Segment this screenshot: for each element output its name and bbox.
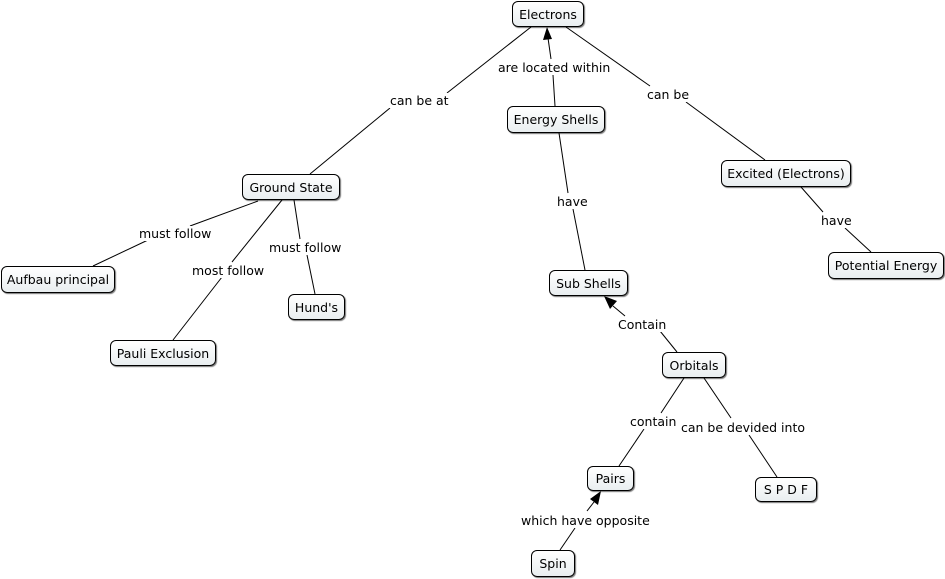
line-spin-opposite [559, 527, 576, 551]
node-energy-shells[interactable]: Energy Shells [507, 106, 605, 133]
node-orbitals[interactable]: Orbitals [662, 352, 726, 378]
link-label-contain-sub-shells: Contain [616, 317, 669, 332]
line-electrons-can-be-at [446, 26, 532, 94]
arrow-head-to-electrons [543, 27, 552, 40]
line-can-be-at-ground-state [309, 107, 391, 175]
line-electrons-can-be [565, 26, 651, 87]
line-excited-have [800, 186, 824, 213]
link-label-have-sub-shells: have [555, 194, 590, 209]
arrow-head-to-pairs [590, 491, 601, 505]
link-label-must-follow-aufbau: must follow [137, 226, 214, 241]
link-label-can-be: can be [645, 87, 692, 102]
link-label-contain-pairs: contain [628, 414, 679, 429]
line-orbitals-contain [659, 330, 678, 353]
node-spdf[interactable]: S P D F [755, 477, 817, 502]
line-have-sub-shells [572, 208, 586, 271]
node-excited-electrons[interactable]: Excited (Electrons) [721, 160, 851, 187]
line-ground-state-must-follow-2 [293, 199, 301, 240]
line-contain-sub-shells [612, 305, 626, 317]
node-electrons[interactable]: Electrons [512, 1, 584, 27]
link-label-are-located-within: are located within [496, 60, 613, 75]
line-located-within-electrons [547, 37, 552, 60]
line-orbitals-devided [703, 377, 732, 419]
node-hunds[interactable]: Hund's [288, 294, 345, 320]
node-pairs[interactable]: Pairs [587, 466, 634, 491]
line-must-follow-1-aufbau [92, 239, 149, 267]
line-ground-state-must-follow-1 [189, 200, 259, 227]
link-label-most-follow-pauli: most follow [190, 263, 267, 278]
node-sub-shells[interactable]: Sub Shells [549, 270, 628, 296]
node-pauli-exclusion[interactable]: Pauli Exclusion [110, 340, 216, 366]
link-label-which-have-opposite: which have opposite [519, 513, 652, 528]
line-energy-shells-located-within [552, 74, 556, 107]
line-opposite-pairs [586, 501, 595, 512]
arrow-head-to-sub-shells [604, 296, 617, 309]
link-label-can-be-devided-into: can be devided into [679, 420, 807, 435]
line-ground-state-most-follow [231, 199, 283, 263]
line-most-follow-pauli [172, 276, 223, 341]
line-have-potential-energy [844, 227, 872, 253]
line-devided-spdf [748, 434, 778, 478]
line-must-follow-2-hunds [306, 254, 316, 295]
line-energy-shells-have [558, 132, 569, 194]
node-ground-state[interactable]: Ground State [242, 174, 340, 200]
link-label-can-be-at: can be at [388, 93, 451, 108]
line-contain-lower-pairs [618, 428, 645, 467]
node-potential-energy[interactable]: Potential Energy [828, 252, 944, 279]
link-label-have-potential-energy: have [819, 213, 854, 228]
node-spin[interactable]: Spin [531, 550, 575, 577]
line-can-be-excited [685, 101, 766, 161]
link-label-must-follow-hunds: must follow [267, 240, 344, 255]
node-aufbau-principal[interactable]: Aufbau principal [1, 266, 115, 293]
line-orbitals-contain-lower [660, 377, 685, 414]
